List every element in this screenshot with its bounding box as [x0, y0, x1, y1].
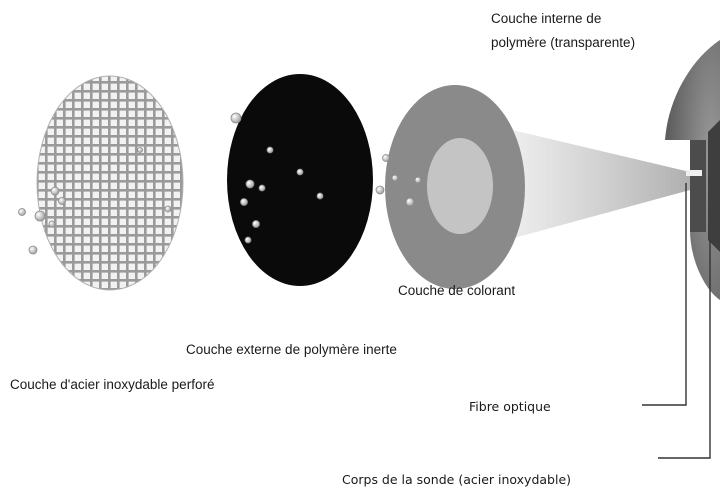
probe-body-leader [658, 240, 711, 459]
label-inner-polymer-line1: Couche interne de [491, 11, 602, 26]
perforated-steel-disc [36, 75, 184, 291]
dye-layer-disc [385, 85, 525, 289]
label-steel-layer: Couche d'acier inoxydable perforé [10, 377, 215, 392]
outer-polymer-disc [227, 74, 373, 286]
bubble-icon [18, 112, 422, 255]
label-inner-polymer-line2: polymère (transparente) [491, 35, 636, 50]
leader-lines [642, 183, 711, 459]
label-dye-layer: Couche de colorant [398, 283, 516, 298]
probe-body [665, 40, 720, 300]
label-optical-fiber: Fibre optique [469, 399, 551, 414]
light-cone [470, 120, 690, 250]
label-probe-body: Corps de la sonde (acier inoxydable) [342, 472, 572, 487]
fiber-leader [642, 183, 687, 406]
label-outer-polymer: Couche externe de polymère inerte [186, 342, 397, 357]
